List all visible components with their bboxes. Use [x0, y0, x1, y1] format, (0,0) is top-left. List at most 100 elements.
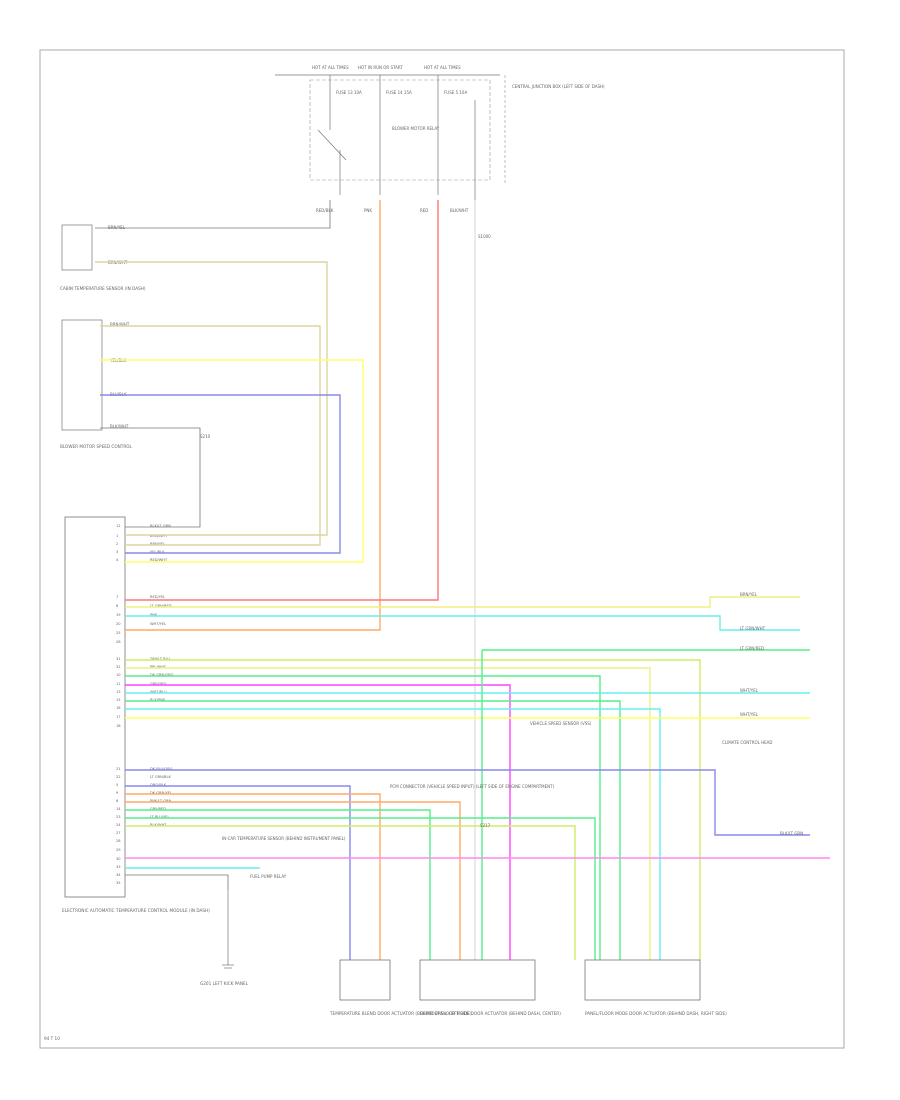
sensor1-wire1: BRN/YEL [108, 225, 126, 230]
module-pin-number: 2 [116, 542, 118, 546]
act3-label: PANEL/FLOOR MODE DOOR ACTUATOR (BEHIND D… [585, 1011, 727, 1016]
fuse-hot-2: HOT IN RUN OR START [358, 65, 403, 70]
right-label3: VEHICLE SPEED SENSOR (VSS) [530, 721, 592, 726]
wire-trace [125, 817, 596, 960]
cabin-temp-sensor: CABIN TEMPERATURE SENSOR (IN DASH) BRN/Y… [60, 224, 146, 291]
module-pin-number: 1 [116, 534, 118, 538]
fuse-b: FUSE 14 15A [386, 90, 412, 95]
right-wire2: LT GRN/WHT [740, 626, 766, 631]
actuator-panel-floor: PANEL/FLOOR MODE DOOR ACTUATOR (BEHIND D… [584, 959, 727, 1016]
module-row-label: ORG/BLK [150, 783, 167, 787]
wire-trace [125, 874, 229, 890]
module-pin-number: 9 [116, 791, 119, 795]
module-pin-number: 4 [116, 558, 119, 562]
module-pin-number: 14 [116, 807, 121, 811]
module-row-label: LT BLU/YEL [150, 815, 169, 819]
module-pin-number: 7 [116, 595, 118, 599]
page-id: 94 T 10 [44, 1036, 60, 1041]
right-wire4: WHT/YEL [740, 688, 759, 693]
right-wire5: WHT/YEL [740, 712, 759, 717]
module-row-label: BLK/WHT [150, 823, 167, 827]
act2-label: DEFROST/FLOOR MODE DOOR ACTUATOR (BEHIND… [420, 1011, 561, 1016]
fuse-a: FUSE 13 10A [336, 90, 362, 95]
right-wire6: BLK/LT GRN [780, 831, 803, 836]
module-row-label: PNK [150, 613, 158, 617]
module-pin-number: 20 [116, 622, 121, 626]
module-pin-number: 22 [116, 775, 121, 779]
module-pin-number: 13 [116, 690, 121, 694]
module-pin-number: 28 [116, 839, 121, 843]
module-pin-number: 26 [116, 640, 121, 644]
module-row-label: LT GRN/RED [150, 604, 172, 608]
wire-trace [125, 659, 701, 960]
actuator-defrost: DEFROST/FLOOR MODE DOOR ACTUATOR (BEHIND… [419, 959, 561, 1016]
wire-trace [125, 769, 810, 836]
wire-trace [125, 675, 601, 960]
right-wire1: BRN/YEL [740, 592, 758, 597]
wire-b-label: PNK [364, 208, 372, 213]
wire-trace [100, 427, 201, 528]
module-pin-number: 29 [116, 848, 121, 852]
module-pin-number: 10 [116, 673, 121, 677]
wire-trace [125, 200, 381, 631]
module-pin-number: 31 [116, 657, 121, 661]
sensor1-label: CABIN TEMPERATURE SENSOR (IN DASH) [60, 286, 146, 291]
splice-label: S210 [200, 434, 211, 439]
module-pin-number: 3 [116, 550, 118, 554]
wire-trace [125, 700, 621, 960]
module-pin-number: 24 [116, 823, 121, 827]
act1-label: TEMPERATURE BLEND DOOR ACTUATOR (BEHIND … [329, 1011, 472, 1016]
module-pins: 1212347819202526313210111315161718212259… [116, 524, 174, 885]
module-row-label: GRY/RED [150, 807, 166, 811]
actuator-temp-blend: TEMPERATURE BLEND DOOR ACTUATOR (BEHIND … [329, 959, 472, 1016]
eatc-module: ELECTRONIC AUTOMATIC TEMPERATURE CONTROL… [62, 516, 210, 913]
module-pin-number: 11 [116, 682, 121, 686]
right-label2: S217 [480, 823, 491, 828]
relay-label: BLOWER MOTOR RELAY [392, 126, 440, 131]
right-wire3: LT GRN/RED [740, 646, 764, 651]
module-row-label: DK GRN/ORG [150, 673, 174, 677]
module-pin-number: 6 [116, 799, 119, 803]
wire-trace [125, 801, 461, 960]
module-row-label: WHT/YEL [150, 622, 166, 626]
ground-g201: G201 LEFT KICK PANEL [200, 890, 249, 986]
wire-trace [125, 615, 800, 631]
module-pin-number: 21 [116, 767, 121, 771]
fuse-hot-3: HOT AT ALL TIMES [424, 65, 461, 70]
module-row-label: BLK/PNK [150, 698, 166, 702]
module-label: ELECTRONIC AUTOMATIC TEMPERATURE CONTROL… [62, 908, 210, 913]
right-side-labels: CLIMATE CONTROL HEAD S217 VEHICLE SPEED … [222, 592, 803, 879]
module-pin-number: 5 [116, 783, 118, 787]
wire-trace [100, 325, 321, 546]
module-row-label: PPL/WHT [150, 665, 167, 669]
wire-trace [125, 785, 351, 960]
wire-trace [100, 359, 364, 563]
module-row-label: YEL/BLK [150, 550, 165, 554]
diagram-frame [39, 49, 845, 1049]
junction-box-label: CENTRAL JUNCTION BOX (LEFT SIDE OF DASH) [512, 84, 605, 89]
module-pin-number: 30 [116, 857, 121, 861]
module-pin-number: 19 [116, 613, 121, 617]
right-label4: FUEL PUMP RELAY [250, 874, 287, 879]
module-row-label: GRY/ORG [150, 682, 167, 686]
module-pin-number: 23 [116, 815, 121, 819]
module-row-label: DK GRN/YEL [150, 791, 172, 795]
wire-trace [125, 200, 439, 601]
module-pin-number: 15 [116, 698, 121, 702]
right-label1: CLIMATE CONTROL HEAD [722, 740, 772, 745]
module-row-label: TAN/LT BLU [149, 657, 170, 661]
module-pin-number: 16 [116, 706, 121, 710]
wire-trace [100, 394, 341, 554]
module-pin-number: 25 [116, 631, 121, 635]
wire-trace [125, 825, 576, 960]
module-pin-number: 32 [116, 665, 121, 669]
wire-trace [95, 261, 328, 536]
module-pin-number: 17 [116, 715, 121, 719]
module-row-label: DK BLU/ORG [150, 767, 173, 771]
module-row-label: WHT/BLU [150, 690, 167, 694]
wire-a-label: RED/BLK [316, 208, 334, 213]
module-pin-number: 12 [116, 524, 121, 528]
wire-d-label: BLK/WHT [450, 208, 469, 213]
module-pin-number: 35 [116, 881, 121, 885]
